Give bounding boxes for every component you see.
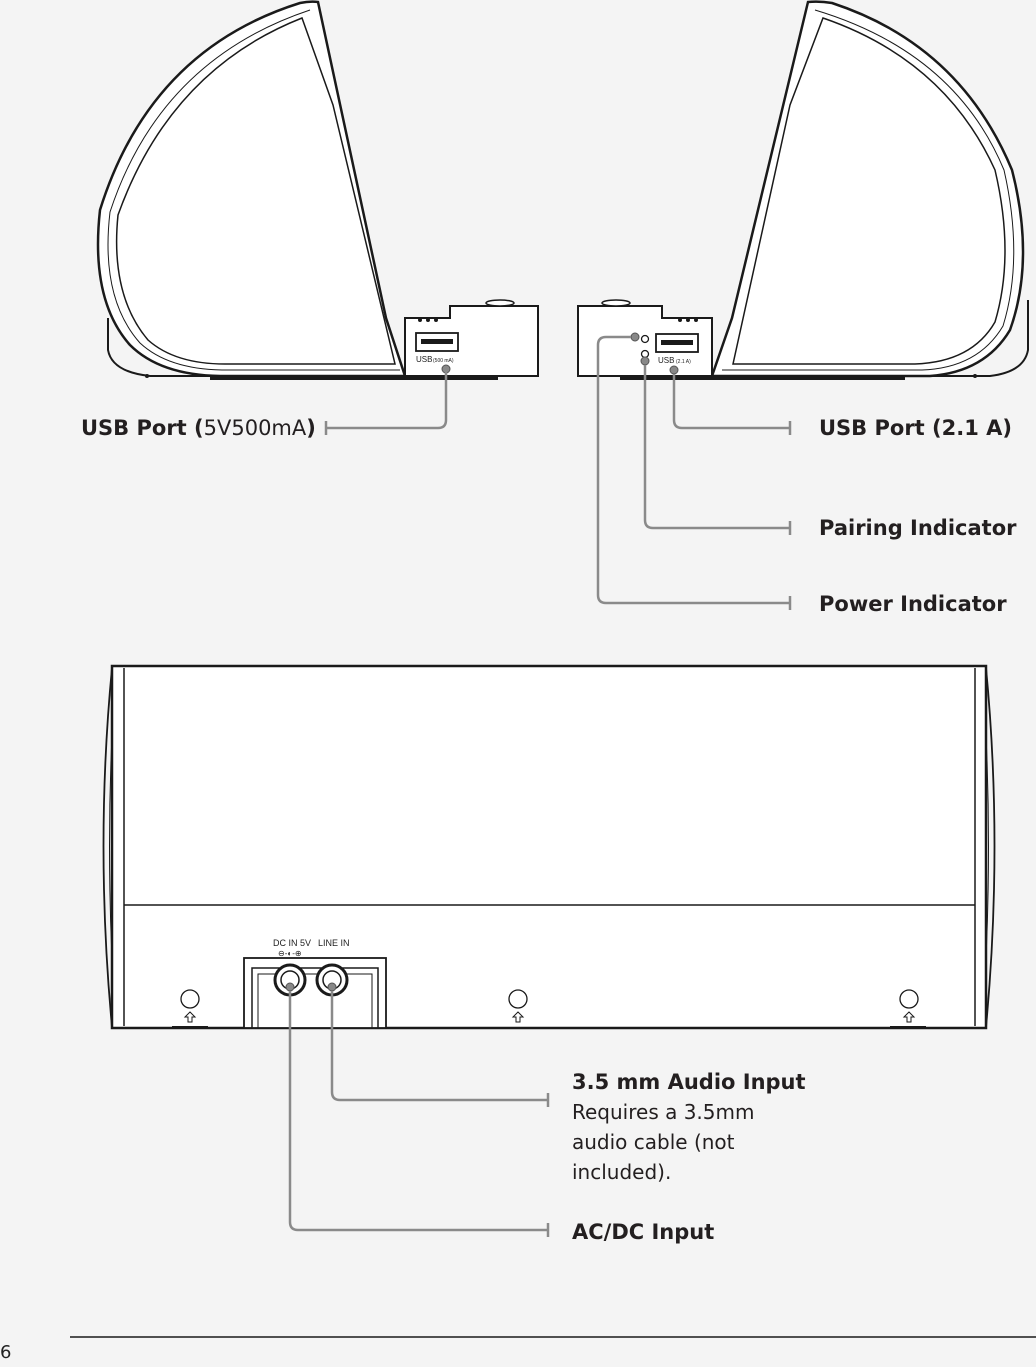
rear-view <box>102 664 996 1030</box>
power-indicator-label: Power Indicator <box>819 589 1007 619</box>
usb-port-left-label: USB Port (5V500mA) <box>81 413 316 443</box>
bottom-callout-lines <box>285 982 550 1237</box>
line-in-marking: LINE IN <box>318 938 350 948</box>
usb-right-marking: USB <box>658 356 674 365</box>
usb-port-left-label-value: 5V500mA <box>203 416 307 440</box>
audio-input-label: 3.5 mm Audio Input <box>572 1067 806 1097</box>
dc-polarity-marking: ⊖-◐-⊕ <box>278 949 302 958</box>
pairing-indicator-label-text: Pairing Indicator <box>819 516 1017 540</box>
page-number: 6 <box>0 1342 12 1363</box>
usb-port-right-label: USB Port (2.1 A) <box>819 413 1012 443</box>
right-speaker-side-view <box>577 0 1029 380</box>
usb-port-right-label-text: USB Port (2.1 A) <box>819 416 1012 440</box>
usb-port-left-label-close: ) <box>306 416 316 440</box>
usb-right-rating-marking: (2.1 A) <box>676 359 691 365</box>
power-indicator-label-text: Power Indicator <box>819 592 1007 616</box>
pairing-indicator-label: Pairing Indicator <box>819 513 1016 543</box>
usb-left-marking: USB <box>416 355 432 364</box>
audio-input-description: Requires a 3.5mm audio cable (not includ… <box>572 1100 755 1184</box>
top-callout-lines <box>324 335 792 610</box>
acdc-input-label-text: AC/DC Input <box>572 1220 715 1244</box>
dc-in-marking: DC IN 5V <box>273 938 311 948</box>
audio-input-title: 3.5 mm Audio Input <box>572 1070 806 1094</box>
usb-left-rating-marking: (500 mA) <box>433 358 454 364</box>
left-speaker-side-view <box>96 0 539 380</box>
usb-port-left-label-bold: USB Port ( <box>81 416 204 440</box>
acdc-input-label: AC/DC Input <box>572 1217 714 1247</box>
